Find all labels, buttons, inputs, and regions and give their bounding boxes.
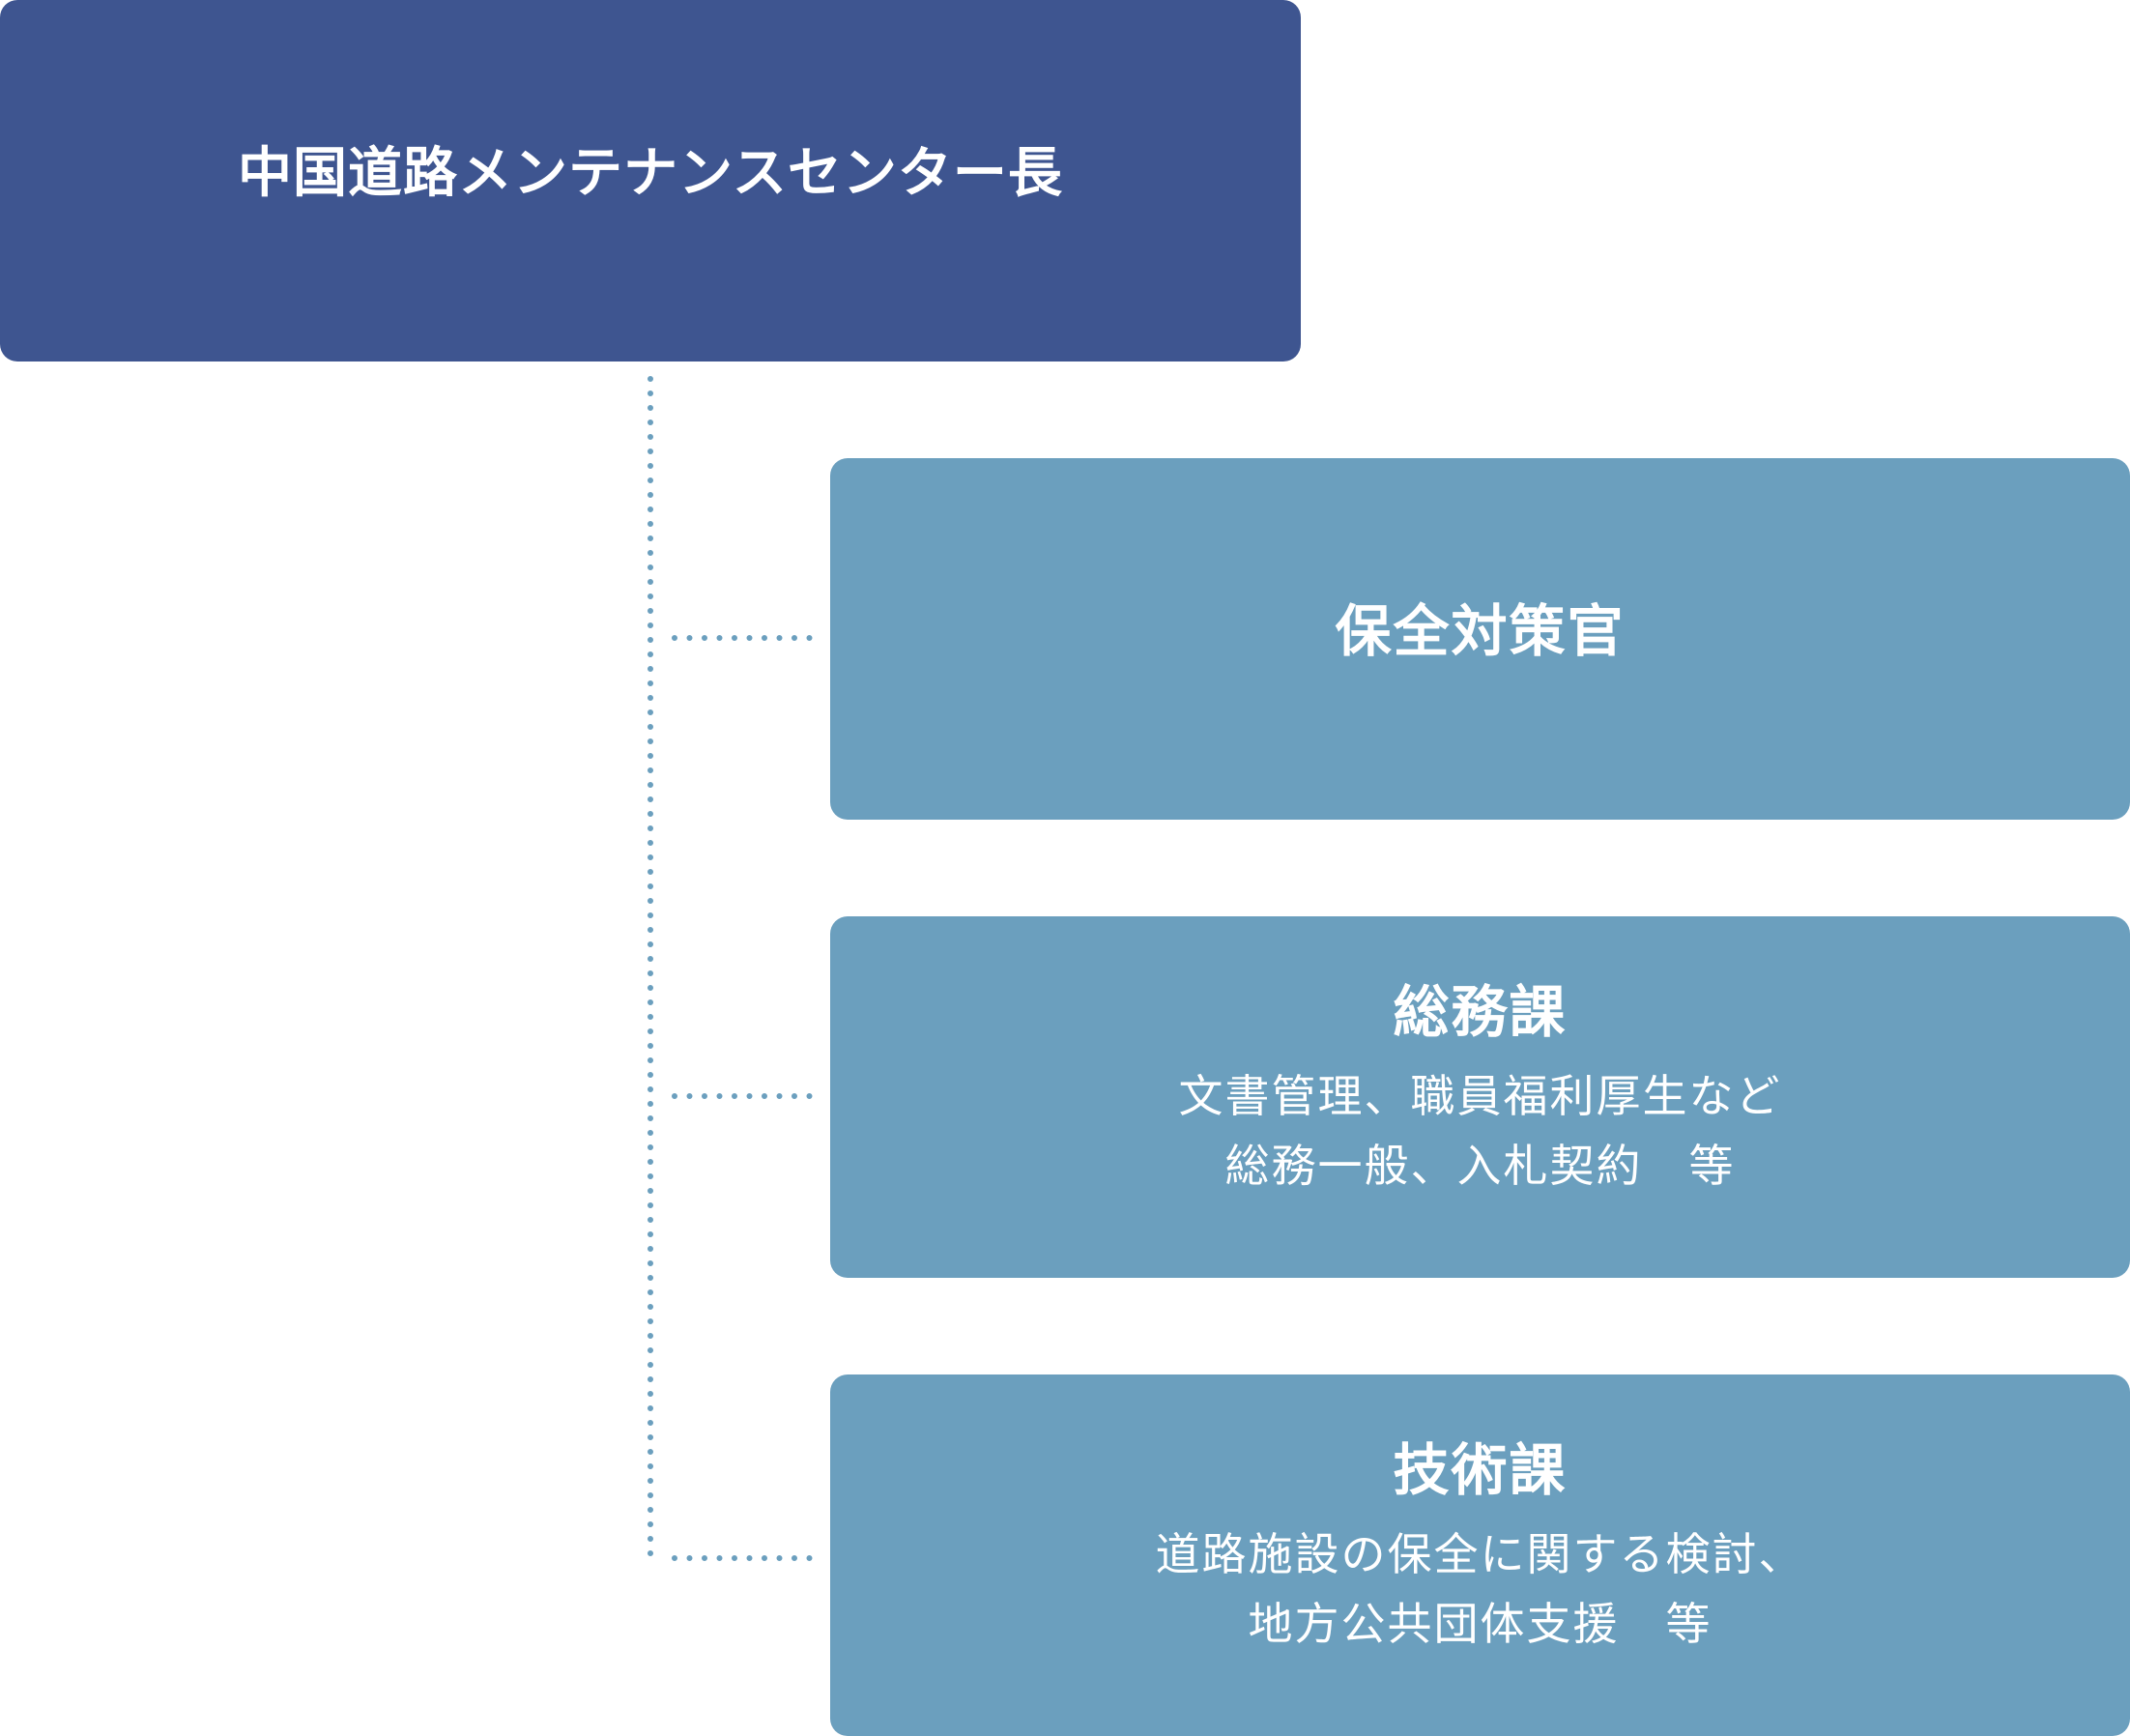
unit-desc-line: 文書管理、職員福利厚生など	[1178, 1070, 1782, 1122]
unit-box-preservation-officer: 保全対策官	[830, 458, 2130, 820]
unit-title-preservation-officer: 保全対策官	[1335, 598, 1626, 664]
center-director-box: 中国道路メンテナンスセンター長	[0, 0, 1301, 362]
unit-desc-line: 地方公共団体支援 等	[1248, 1598, 1713, 1650]
unit-title-technical: 技術課	[1393, 1437, 1568, 1503]
unit-desc-line: 総務一般、入札契約 等	[1224, 1140, 1736, 1192]
unit-box-general-affairs: 総務課 文書管理、職員福利厚生など 総務一般、入札契約 等	[830, 916, 2130, 1278]
unit-desc-technical: 道路施設の保全に関する検討、 地方公共団体支援 等	[1156, 1519, 1805, 1659]
unit-desc-line: 道路施設の保全に関する検討、	[1155, 1528, 1805, 1580]
unit-desc-general-affairs: 文書管理、職員福利厚生など 総務一般、入札契約 等	[1179, 1061, 1782, 1201]
unit-title-general-affairs: 総務課	[1393, 979, 1568, 1045]
unit-box-technical: 技術課 道路施設の保全に関する検討、 地方公共団体支援 等	[830, 1374, 2130, 1736]
center-director-title: 中国道路メンテナンスセンター長	[238, 142, 1063, 205]
